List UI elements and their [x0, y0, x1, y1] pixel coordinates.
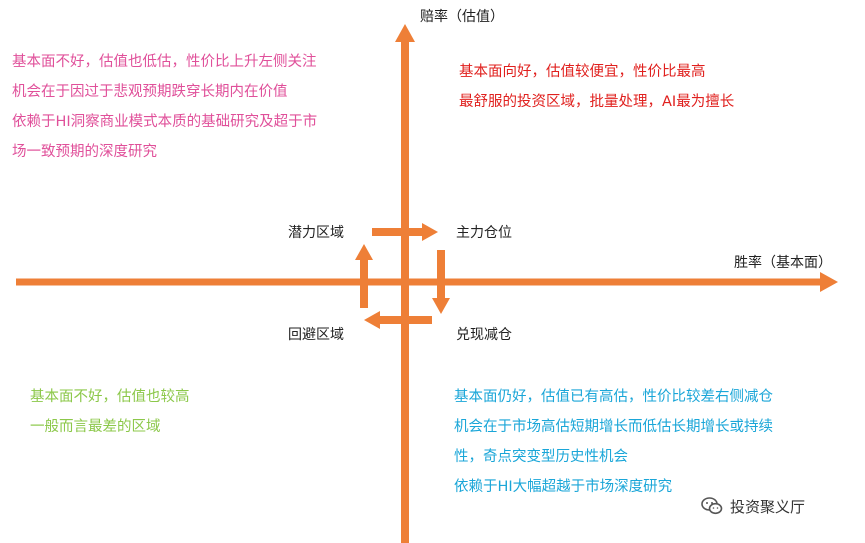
quadrant-line: 一般而言最差的区域: [30, 419, 161, 435]
zone-label-avoid: 回避区域: [288, 327, 344, 343]
quadrant-text-top-left: 基本面不好，估值也低估，性价比上升左侧关注 机会在于因过于悲观预期跌穿长期内在价…: [12, 47, 317, 167]
quadrant-line: 依赖于HI洞察商业模式本质的基础研究及超于市: [12, 114, 318, 130]
quadrant-line: 基本面不好，估值也较高: [30, 389, 190, 405]
cycle-arrowhead-left: [355, 244, 373, 260]
zone-label-potential: 潜力区域: [288, 225, 344, 241]
x-axis-label: 胜率（基本面）: [734, 255, 832, 271]
watermark: 投资聚义厅: [700, 494, 805, 518]
quadrant-text-bottom-right: 基本面仍好，估值已有高估，性价比较差右侧减仓 机会在于市场高估短期增长而低估长期…: [454, 382, 773, 502]
cycle-arrowhead-top: [422, 223, 438, 241]
quadrant-line: 基本面仍好，估值已有高估，性价比较差右侧减仓: [454, 389, 773, 405]
cycle-arrowhead-right: [432, 298, 450, 314]
quadrant-text-bottom-left: 基本面不好，估值也较高 一般而言最差的区域: [30, 382, 190, 442]
quadrant-text-top-right: 基本面向好，估值较便宜，性价比最高 最舒服的投资区域，批量处理，AI最为擅长: [459, 57, 734, 117]
quadrant-line: 依赖于HI大幅超越于市场深度研究: [454, 479, 673, 495]
quadrant-line: 基本面不好，估值也低估，性价比上升左侧关注: [12, 54, 317, 70]
cycle-arrowhead-bottom: [364, 311, 380, 329]
zone-label-main-position: 主力仓位: [456, 225, 512, 241]
quadrant-line: 基本面向好，估值较便宜，性价比最高: [459, 64, 706, 80]
y-axis-label: 赔率（估值）: [420, 9, 504, 25]
wechat-icon: [701, 497, 723, 515]
quadrant-line: 机会在于市场高估短期增长而低估长期增长或持续: [454, 419, 773, 435]
y-axis-arrowhead: [395, 24, 415, 42]
x-axis-arrowhead: [820, 272, 838, 292]
quadrant-line: 最舒服的投资区域，批量处理，AI最为擅长: [459, 94, 735, 110]
quadrant-line: 性，奇点突变型历史性机会: [454, 449, 628, 465]
zone-label-take-profit: 兑现减仓: [456, 327, 512, 343]
watermark-text: 投资聚义厅: [730, 497, 806, 516]
quadrant-line: 场一致预期的深度研究: [12, 144, 157, 160]
quadrant-line: 机会在于因过于悲观预期跌穿长期内在价值: [12, 84, 288, 100]
